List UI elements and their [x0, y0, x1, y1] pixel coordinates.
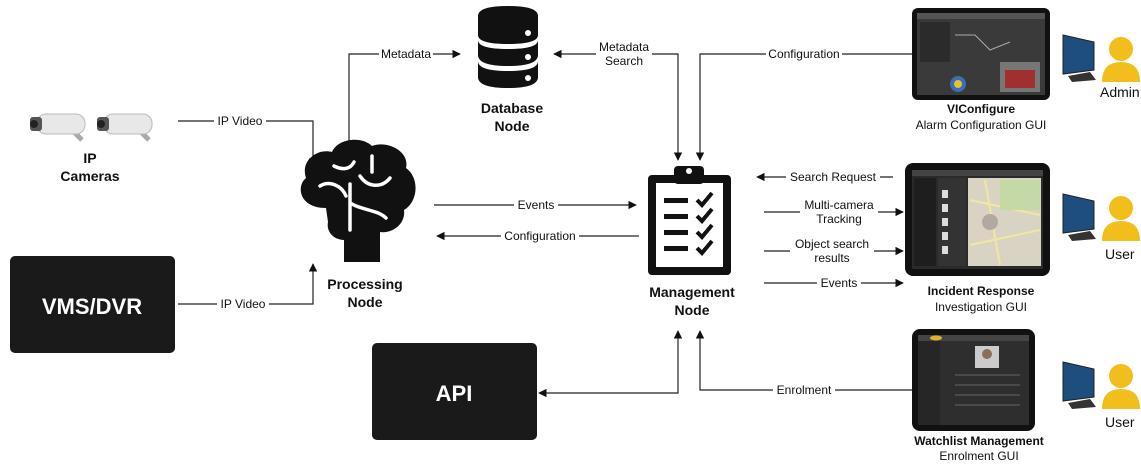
edge-label-search-request: Search Request [786, 169, 880, 185]
watchlist-title: Watchlist Management [914, 434, 1044, 448]
edge-label-metadata: Metadata [379, 46, 433, 62]
edge-label-ip-video-vms: IP Video [217, 296, 269, 312]
edge-metadata-search [553, 49, 683, 161]
user-label: User [1105, 246, 1135, 262]
user-icon [1102, 364, 1140, 409]
edge-label-events-pm: Events [514, 197, 558, 213]
monitor-icon [1062, 34, 1096, 82]
clipboard-icon [648, 166, 731, 275]
edge-label-configuration-mp: Configuration [501, 228, 579, 244]
ip-camera-icon [97, 113, 153, 142]
viconfigure-subtitle: Alarm Configuration GUI [916, 118, 1047, 132]
user-label: User [1105, 414, 1135, 430]
monitor-icon [1062, 361, 1096, 409]
api-label: API [436, 381, 473, 406]
edge-configuration-top [695, 53, 912, 161]
edge-label-ip-video-cameras: IP Video [214, 113, 266, 129]
svg-text:Configuration: Configuration [504, 229, 575, 243]
vms-dvr-label: VMS/DVR [42, 294, 142, 319]
monitor-icon [1062, 193, 1096, 241]
edge-enrolment [695, 330, 912, 391]
vms-dvr-box [10, 256, 175, 353]
ip-camera-icon [30, 113, 86, 142]
svg-text:IP Video: IP Video [218, 114, 263, 128]
viconfigure-screenshot [912, 8, 1050, 100]
svg-text:Events: Events [821, 276, 858, 290]
user-icon [1102, 196, 1140, 241]
svg-text:IP Video: IP Video [221, 297, 266, 311]
incident-response-title: Incident Response [928, 284, 1035, 298]
svg-text:Metadata: Metadata [381, 47, 431, 61]
incident-response-subtitle: Investigation GUI [935, 300, 1027, 314]
watchlist-subtitle: Enrolment GUI [939, 449, 1018, 463]
svg-text:Configuration: Configuration [768, 47, 839, 61]
user-icon [1102, 37, 1140, 82]
admin-label: Admin [1100, 84, 1140, 100]
edge-label-events-out: Events [817, 275, 861, 291]
svg-text:Search Request: Search Request [790, 170, 877, 184]
api-box [372, 343, 537, 440]
edge-label-enrolment: Enrolment [773, 382, 835, 398]
svg-text:Enrolment: Enrolment [777, 383, 832, 397]
database-icon [478, 6, 538, 88]
brain-icon [300, 139, 416, 262]
watchlist-screenshot [912, 329, 1035, 431]
svg-text:Events: Events [518, 198, 555, 212]
edge-api [538, 330, 683, 398]
incident-response-screenshot [905, 163, 1050, 276]
viconfigure-title: VIConfigure [947, 102, 1015, 116]
edge-label-configuration-top: Configuration [766, 46, 842, 62]
